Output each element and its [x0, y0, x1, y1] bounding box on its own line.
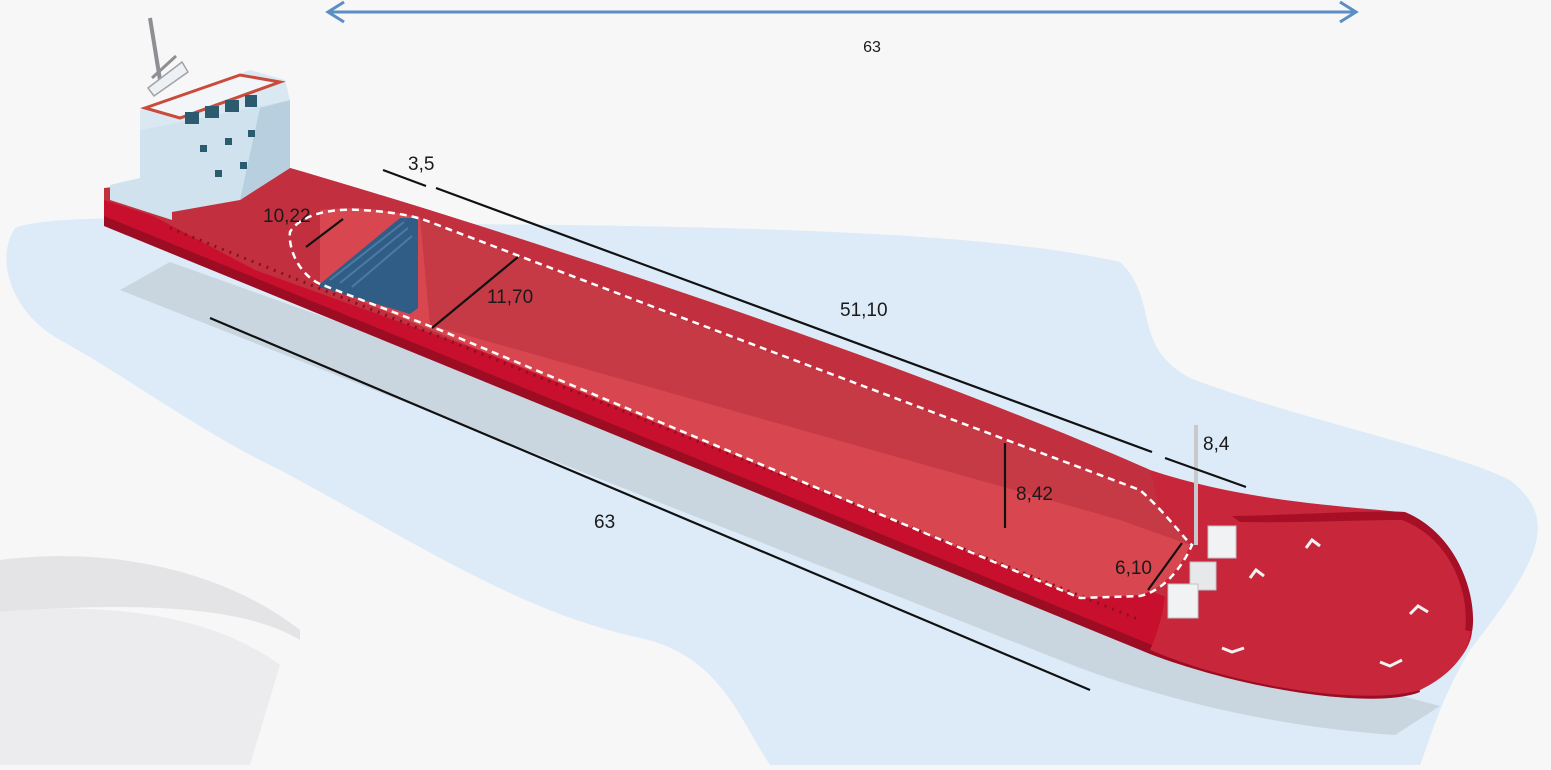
dimension-lines	[209, 168, 1247, 692]
hull-length-line	[209, 316, 1091, 692]
hull-length-label: 63	[594, 512, 615, 533]
radar-mast-icon	[146, 17, 190, 98]
overall-length-arrow	[325, 0, 1359, 24]
aft-bulkhead-stripes	[329, 221, 413, 288]
bridge-window	[225, 100, 239, 112]
hold-length-line	[435, 186, 1153, 454]
porthole	[240, 162, 247, 169]
fwd-gap-line	[1164, 456, 1247, 489]
bridge-window	[205, 106, 219, 118]
background-swoosh-lower	[0, 608, 280, 765]
hold-width-fwd-line	[1147, 542, 1183, 591]
aft-bulkhead-width-line	[305, 218, 344, 248]
porthole	[248, 130, 255, 137]
aft-bulkhead-width-label: 10,22	[263, 206, 311, 227]
bollards	[1221, 537, 1429, 668]
deck-crane-icon	[1167, 425, 1237, 619]
hold-width-mid-label: 8,42	[1016, 484, 1053, 505]
porthole	[225, 138, 232, 145]
porthole	[215, 170, 222, 177]
overall-length-label: 63	[863, 39, 881, 56]
aft-gap-line	[382, 168, 427, 188]
fwd-gap-label: 8,4	[1203, 434, 1230, 455]
aft-bulkhead	[320, 218, 418, 314]
bridge-window	[185, 112, 199, 124]
bridge-roof	[140, 73, 286, 120]
background-swoosh	[0, 556, 300, 640]
superstructure-side	[172, 100, 290, 212]
bridge-window	[245, 95, 257, 107]
hold-width-aft-line	[431, 256, 519, 329]
hold-length-label: 51,10	[840, 300, 888, 321]
hold-width-fwd-label: 6,10	[1115, 558, 1152, 579]
hold-outline	[288, 208, 1194, 600]
porthole	[200, 145, 207, 152]
aft-gap-label: 3,5	[408, 154, 434, 175]
hold-inner-shade	[420, 218, 1190, 545]
hold-width-aft-label: 11,70	[487, 287, 533, 308]
